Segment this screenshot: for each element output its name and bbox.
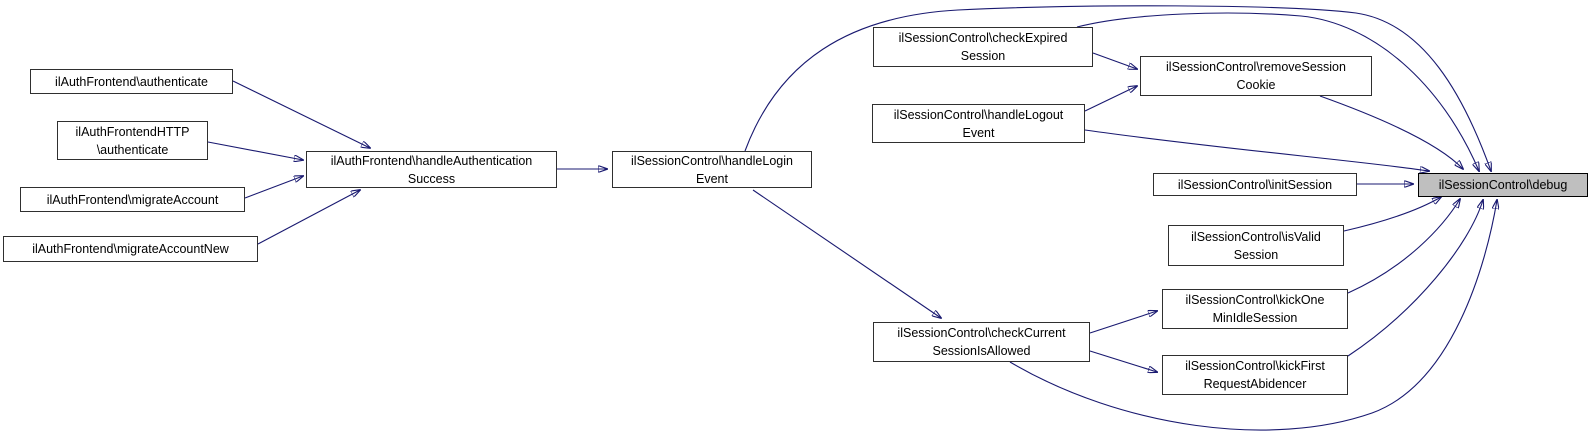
edge-httpauthenticate-to-handleauthsuccess — [207, 141, 303, 160]
edge-checkcurrent-to-kickfirst — [1089, 350, 1157, 372]
edge-checkexpired-to-removecookie — [1092, 52, 1137, 69]
node-ilsessioncontrol-debug-current: ilSessionControl\debug — [1418, 173, 1588, 197]
edge-isvalid-to-debug — [1343, 197, 1441, 232]
edge-migrateaccountnew-to-handleauthsuccess — [257, 190, 360, 245]
edge-removecookie-to-debug — [1319, 95, 1463, 169]
edge-handleloginevent-to-checkcurrent — [752, 189, 941, 318]
edge-handlelogout-to-removecookie — [1084, 86, 1137, 112]
node-ilauthfrontend-migrateaccountnew[interactable]: ilAuthFrontend\migrateAccountNew — [3, 236, 258, 262]
edge-kickfirst-to-debug — [1347, 200, 1483, 357]
node-ilauthfrontend-authenticate[interactable]: ilAuthFrontend\authenticate — [30, 69, 233, 94]
node-ilauthfrontend-migrateaccount[interactable]: ilAuthFrontend\migrateAccount — [20, 187, 245, 212]
edge-authenticate-to-handleauthsuccess — [232, 80, 370, 148]
node-ilsessioncontrol-kickfirstrequestabidencer[interactable]: ilSessionControl\kickFirst RequestAbiden… — [1162, 355, 1348, 395]
node-ilauthfrontendhttp-authenticate[interactable]: ilAuthFrontendHTTP \authenticate — [57, 121, 208, 160]
edge-checkexpired-to-debug — [1076, 12, 1479, 171]
node-ilauthfrontend-handleauthenticationsuccess[interactable]: ilAuthFrontend\handleAuthentication Succ… — [306, 151, 557, 188]
node-ilsessioncontrol-initsession[interactable]: ilSessionControl\initSession — [1153, 173, 1357, 196]
node-ilsessioncontrol-kickoneminidlesession[interactable]: ilSessionControl\kickOne MinIdleSession — [1162, 289, 1348, 329]
edge-handlelogout-to-debug — [1084, 129, 1429, 171]
node-ilsessioncontrol-checkexpiredsession[interactable]: ilSessionControl\checkExpired Session — [873, 27, 1093, 67]
node-ilsessioncontrol-removesessioncookie[interactable]: ilSessionControl\removeSession Cookie — [1140, 56, 1372, 96]
edge-checkcurrent-to-debug — [1009, 200, 1497, 431]
edge-handleloginevent-to-debug — [744, 5, 1491, 171]
edge-migrateaccount-to-handleauthsuccess — [244, 176, 303, 199]
node-ilsessioncontrol-handlelogoutevent[interactable]: ilSessionControl\handleLogout Event — [872, 104, 1085, 143]
node-ilsessioncontrol-isvalidsession[interactable]: ilSessionControl\isValid Session — [1168, 225, 1344, 266]
node-ilsessioncontrol-handleloginevent[interactable]: ilSessionControl\handleLogin Event — [612, 151, 812, 188]
edge-checkcurrent-to-kickone — [1089, 311, 1157, 334]
edge-kickone-to-debug — [1347, 199, 1460, 294]
node-ilsessioncontrol-checkcurrentsessionisallowed[interactable]: ilSessionControl\checkCurrent SessionIsA… — [873, 322, 1090, 362]
